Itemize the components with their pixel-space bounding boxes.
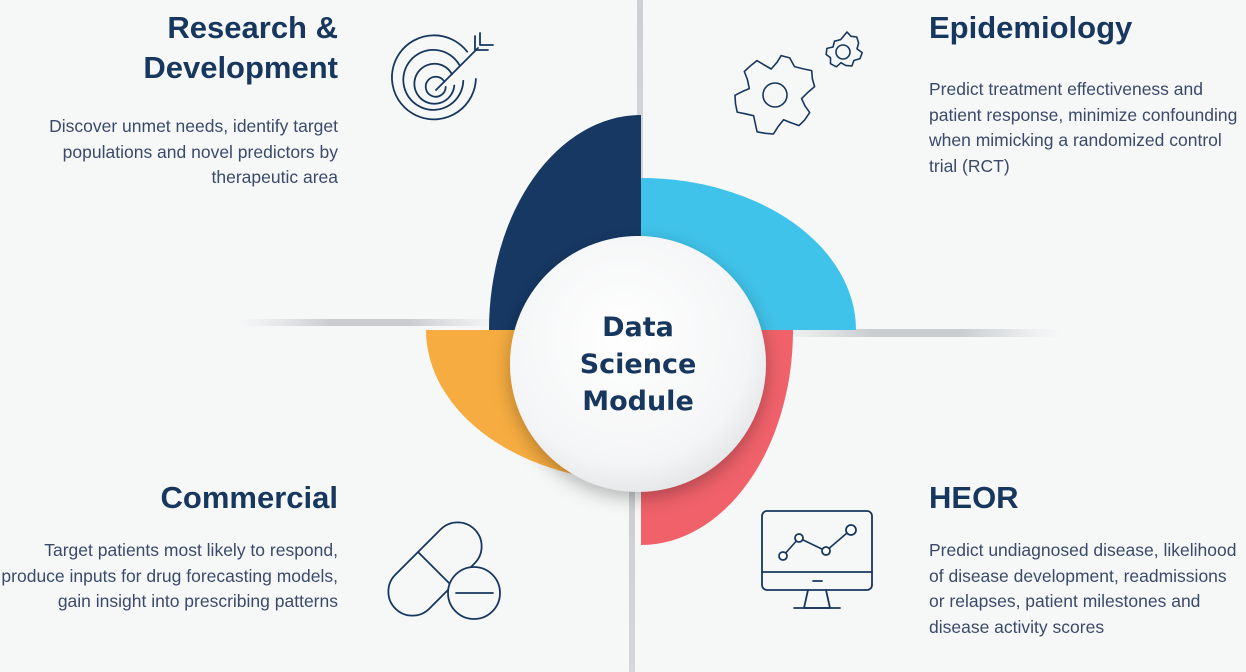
heor-description: Predict undiagnosed disease, likelihood … — [929, 540, 1237, 637]
divider-horizontal-right — [770, 329, 1060, 337]
divider-vertical-top — [637, 0, 643, 180]
commercial-description: Target patients most likely to respond, … — [1, 540, 338, 611]
epidemiology-title: Epidemiology — [929, 10, 1133, 45]
heor-title: HEOR — [929, 480, 1019, 515]
quadrant-epidemiology: Epidemiology Predict treatment effective… — [929, 8, 1246, 179]
quadrant-commercial: Commercial Target patients most likely t… — [0, 478, 338, 615]
hub-circle — [510, 236, 766, 492]
quadrant-heor: HEOR Predict undiagnosed disease, likeli… — [929, 478, 1246, 640]
research-title: Research & Development — [143, 10, 338, 85]
quadrant-research: Research & Development Discover unmet ne… — [0, 8, 338, 191]
divider-vertical-bottom — [629, 490, 635, 672]
monitor-chart-icon — [761, 510, 873, 609]
epidemiology-description: Predict treatment effectiveness and pati… — [929, 79, 1238, 176]
research-description: Discover unmet needs, identify target po… — [49, 116, 338, 187]
pill-icon — [387, 521, 501, 620]
quadrant-dividers — [240, 0, 1060, 672]
target-icon — [391, 32, 494, 121]
divider-horizontal-left — [240, 319, 500, 326]
gears-icon — [734, 31, 863, 135]
commercial-title: Commercial — [160, 480, 338, 515]
